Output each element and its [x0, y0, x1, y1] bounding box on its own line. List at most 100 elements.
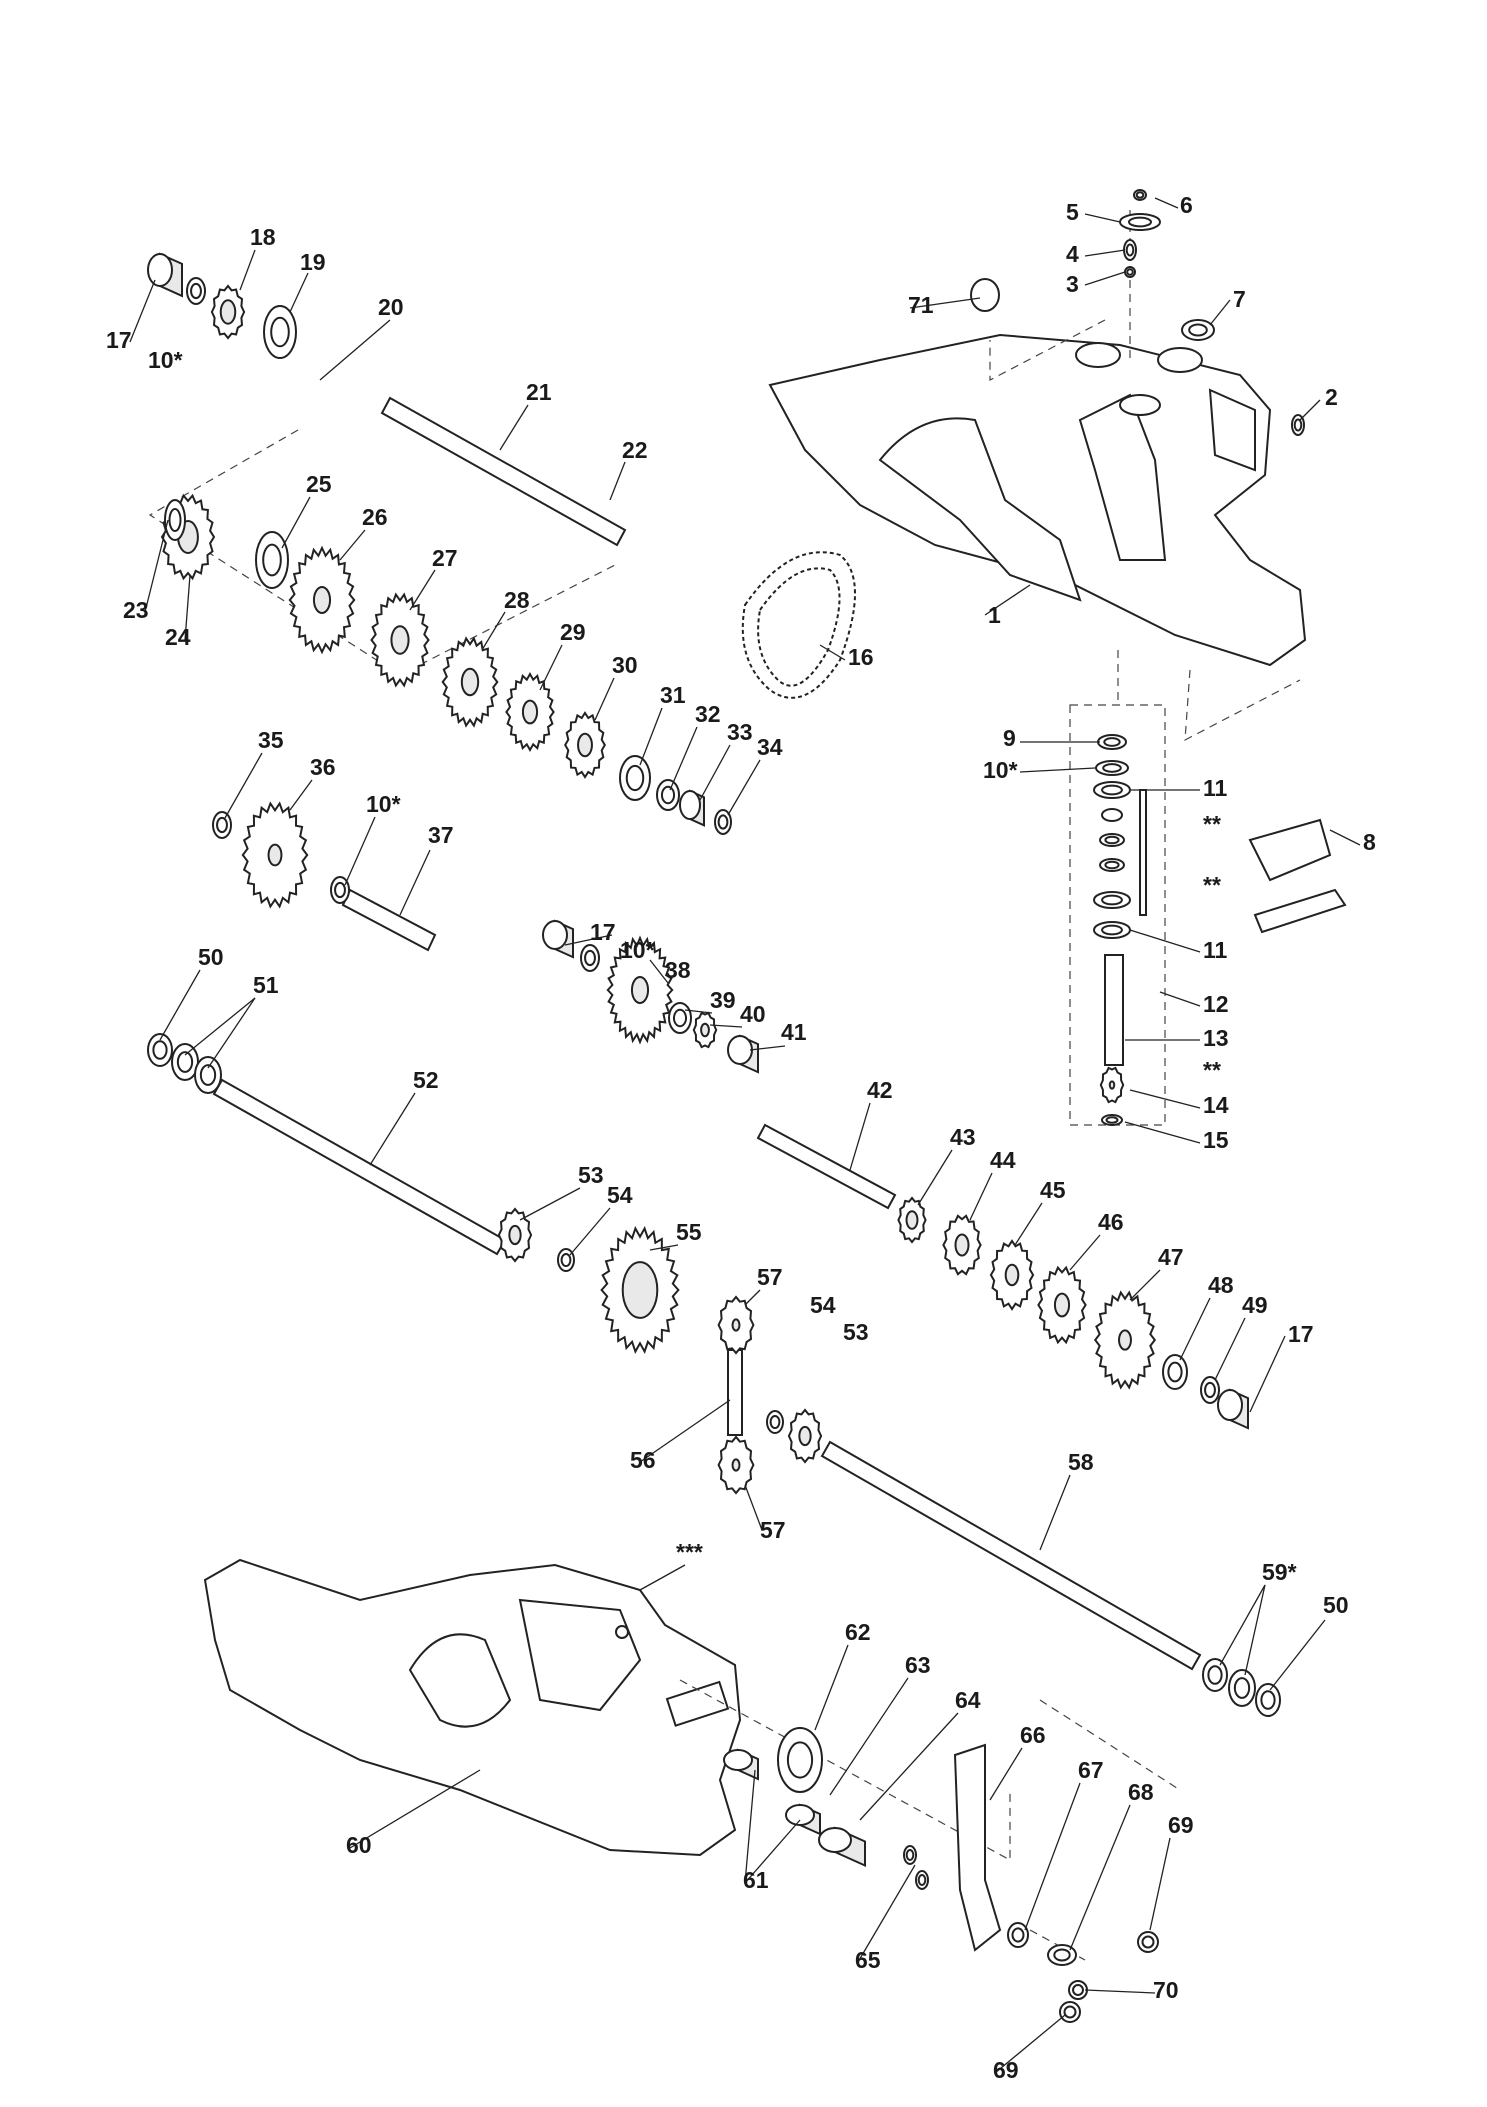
label-6: 6 [1180, 192, 1193, 218]
label-68: 68 [1128, 1779, 1154, 1805]
gear-30 [564, 711, 606, 779]
bushing-17-top [147, 252, 183, 298]
leader-line [1129, 1089, 1201, 1109]
drive-chain [741, 551, 856, 699]
gear-46 [1037, 1265, 1087, 1345]
label-62: 62 [845, 1619, 871, 1645]
leader-line [1084, 213, 1121, 223]
small-parts [147, 189, 1347, 2023]
leader-line [481, 611, 506, 651]
washer-11-bottom [1093, 921, 1131, 939]
leader-line [1129, 929, 1201, 953]
label-60: 60 [346, 1832, 372, 1858]
leader-line [539, 644, 563, 691]
gear-45 [989, 1239, 1035, 1311]
label-3: 3 [1066, 271, 1079, 297]
leader-line [727, 759, 761, 816]
label-21: 21 [526, 379, 552, 405]
leader-line [289, 272, 309, 313]
pin-65-a [903, 1845, 917, 1865]
leader-line [859, 1712, 959, 1821]
gear-27 [370, 592, 430, 688]
label-45: 45 [1040, 1177, 1066, 1203]
bearing-31 [619, 755, 651, 801]
washer-34 [714, 809, 732, 835]
leader-line [564, 934, 613, 946]
leader-line [224, 752, 263, 819]
washer-32 [656, 779, 680, 811]
label-65: 65 [855, 1947, 881, 1973]
label-52: 52 [413, 1067, 439, 1093]
bolt-69-b [1059, 2001, 1081, 2023]
washer-10-mid [330, 876, 350, 904]
leader-line [129, 279, 156, 343]
label-15: 15 [1203, 1127, 1229, 1153]
leader-line [819, 644, 846, 661]
label-17-a: 17 [106, 327, 132, 353]
shaft-52 [212, 1078, 507, 1256]
spring-4 [1123, 239, 1137, 261]
label-10-d: 10* [620, 937, 655, 963]
leader-line [649, 959, 669, 984]
label-13: 13 [1203, 1025, 1229, 1051]
label-69-b: 69 [993, 2057, 1019, 2083]
leader-line [669, 726, 698, 791]
plug-7 [1181, 319, 1215, 341]
gear-29 [505, 671, 555, 753]
label-57-a: 57 [757, 1264, 783, 1290]
label-43: 43 [950, 1124, 976, 1150]
leader-line [344, 816, 376, 886]
label-30: 30 [612, 652, 638, 678]
leader-line [184, 574, 191, 641]
bearing-25 [255, 531, 289, 589]
label-47: 47 [1158, 1244, 1184, 1270]
leader-line [984, 584, 1031, 616]
leader-line [684, 1009, 713, 1014]
label-34: 34 [757, 734, 783, 760]
gear-18 [210, 284, 246, 340]
leader-line [1219, 1584, 1266, 1666]
label-37: 37 [428, 822, 454, 848]
leader-line [399, 849, 431, 916]
washer-67 [1007, 1922, 1029, 1948]
label-53-b: 53 [843, 1319, 869, 1345]
leader-line [159, 969, 201, 1041]
label-19: 19 [300, 249, 326, 275]
pinion-14 [1099, 1066, 1125, 1104]
label-27: 27 [432, 545, 458, 571]
label-35: 35 [258, 727, 284, 753]
label-40: 40 [740, 1001, 766, 1027]
label-11-a: 11 [1203, 775, 1228, 801]
label-7: 7 [1233, 286, 1246, 312]
label-26: 26 [362, 504, 388, 530]
washer-59-b [1228, 1669, 1256, 1707]
label-20: 20 [378, 294, 404, 320]
washer-50-right [1255, 1683, 1281, 1717]
label-18: 18 [250, 224, 276, 250]
label-31: 31 [660, 682, 686, 708]
label-23: 23 [123, 597, 149, 623]
leader-line [184, 997, 256, 1056]
leader-line [849, 1102, 871, 1171]
leader-line [1024, 1782, 1081, 1931]
label-25: 25 [306, 471, 332, 497]
seal-19 [263, 305, 297, 359]
leader-line [1124, 1121, 1201, 1144]
label-double-star-2: ** [1203, 872, 1221, 898]
block-64 [818, 1826, 866, 1868]
washer-11-mid [1093, 891, 1131, 909]
leader-line [1019, 767, 1096, 773]
label-17-b: 17 [590, 919, 616, 945]
leader-line [1084, 249, 1126, 257]
leader-line [1084, 271, 1126, 286]
label-17-c: 17 [1288, 1321, 1314, 1347]
leader-line [409, 569, 436, 611]
bushing-41 [727, 1034, 759, 1074]
leader-line [744, 1289, 761, 1306]
bevel-gear-53-right [787, 1408, 823, 1464]
pin-56 [727, 1349, 743, 1436]
label-67: 67 [1078, 1757, 1104, 1783]
label-58: 58 [1068, 1449, 1094, 1475]
screw-6 [1133, 189, 1147, 201]
